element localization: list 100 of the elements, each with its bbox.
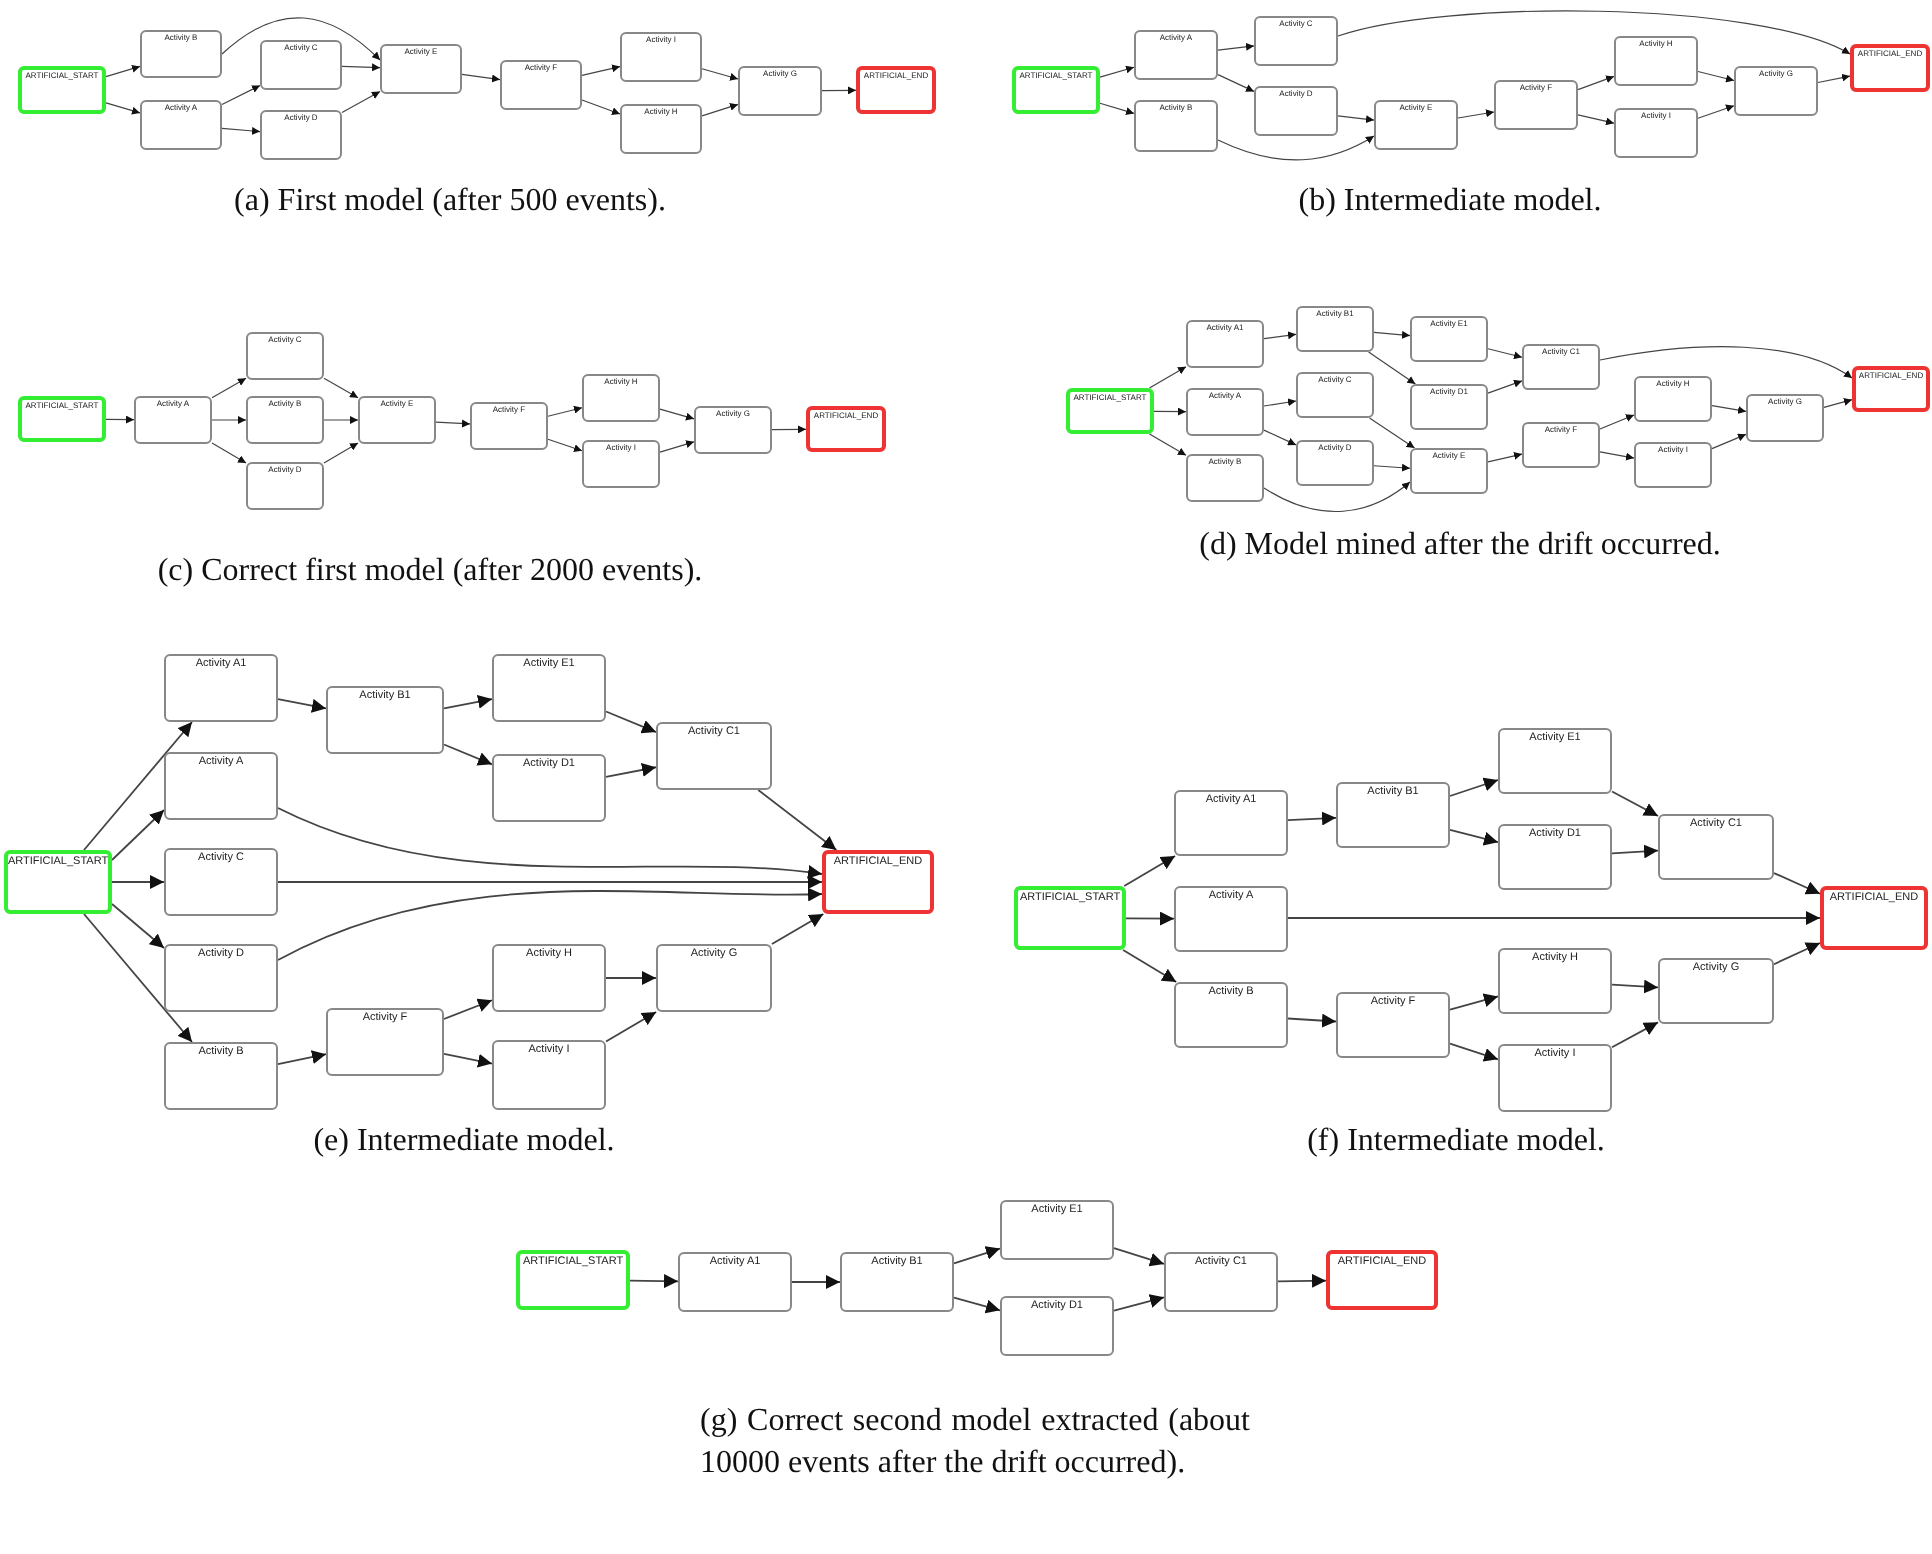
arrow [701,68,739,81]
arrow [1153,407,1187,416]
arrow [1217,42,1255,51]
arrow [605,971,657,985]
arrow [1711,433,1747,450]
arrow [443,743,493,766]
arrow [1457,109,1495,119]
arrow [105,415,135,424]
arrow [461,73,501,83]
arrow [83,721,193,851]
arrow [83,913,193,1043]
arrow [1449,828,1499,846]
arrow [105,102,141,115]
arrow [277,1050,327,1066]
arrow [277,807,823,880]
caption: (f) Intermediate model. [1305,1122,1607,1162]
arrow [1611,1021,1659,1049]
arrow [211,377,247,399]
arrow [443,1052,493,1068]
arrow [1113,1294,1165,1312]
arrow [1148,366,1187,389]
arrow [443,998,493,1020]
arrow [821,86,857,95]
arrow [1373,463,1411,472]
arrow [221,84,261,106]
arrow [659,408,695,421]
arrow [605,1011,658,1043]
arrow [1125,911,1175,926]
arrow [1217,74,1255,92]
arrow [1697,70,1735,83]
arrow [1337,10,1851,55]
arrow [323,442,359,464]
arrow [1373,330,1411,339]
arrow [1263,481,1411,512]
arrow [1337,115,1375,124]
arrow [1711,405,1747,414]
arrow [1217,135,1375,161]
arrow [1599,451,1635,461]
arrow [1773,942,1821,966]
arrow [111,875,165,889]
arrow [1599,346,1853,379]
arrow [341,63,381,72]
arrow [1113,1247,1165,1267]
arrow [701,103,739,117]
arrow [111,903,165,949]
arrow [771,425,807,434]
arrow [1773,872,1821,895]
arrow [1611,979,1659,994]
arrow [323,377,359,399]
arrow [1263,429,1297,446]
arrow [341,90,381,114]
arrow [277,698,327,713]
arrow [547,438,583,452]
arrow [1449,777,1499,797]
arrow [221,17,381,61]
arrow [1449,1042,1499,1062]
caption: (b) Intermediate model. [1296,182,1604,222]
arrow [605,763,657,778]
arrow [659,440,695,453]
arrow [1487,348,1523,360]
arrow [1611,844,1659,859]
caption: (g) Correct second model extracted (about 10000 events after the drift occurred). [700,1402,1250,1484]
arrow [1823,397,1853,408]
arrow [105,64,141,78]
arrow [953,1246,1001,1265]
arrow [1817,73,1851,84]
arrow [1277,1273,1327,1288]
caption: (e) Intermediate model. [311,1122,617,1162]
arrow [1287,1013,1337,1028]
arrow [1287,811,1337,826]
arrow [1577,114,1615,126]
arrow [1577,75,1615,91]
caption: (c) Correct first model (after 2000 events). [155,552,705,592]
arrow [1263,331,1297,340]
caption: (a) First model (after 500 events). [232,182,668,222]
arrow [1122,949,1178,983]
caption: (d) Model mined after the drift occurred. [1197,526,1723,566]
arrow [211,416,247,424]
arrow [1487,451,1523,463]
arrow [791,1275,841,1289]
arrow [1099,102,1135,115]
arrow [1599,414,1635,430]
arrow [1368,351,1416,385]
arrow [221,126,261,135]
arrow [443,694,493,710]
arrow [277,887,823,961]
arrow [757,789,838,851]
arrow [211,442,247,464]
arrow [953,1296,1001,1314]
arrow [323,416,359,424]
arrow [1449,993,1499,1011]
arrow [1148,433,1187,456]
arrow [581,64,621,77]
arrow [1368,417,1416,449]
arrow [111,809,165,861]
arrow [605,710,657,734]
arrow [1099,65,1135,78]
arrow [629,1274,679,1289]
arrow [1263,398,1297,407]
arrow [547,405,583,417]
